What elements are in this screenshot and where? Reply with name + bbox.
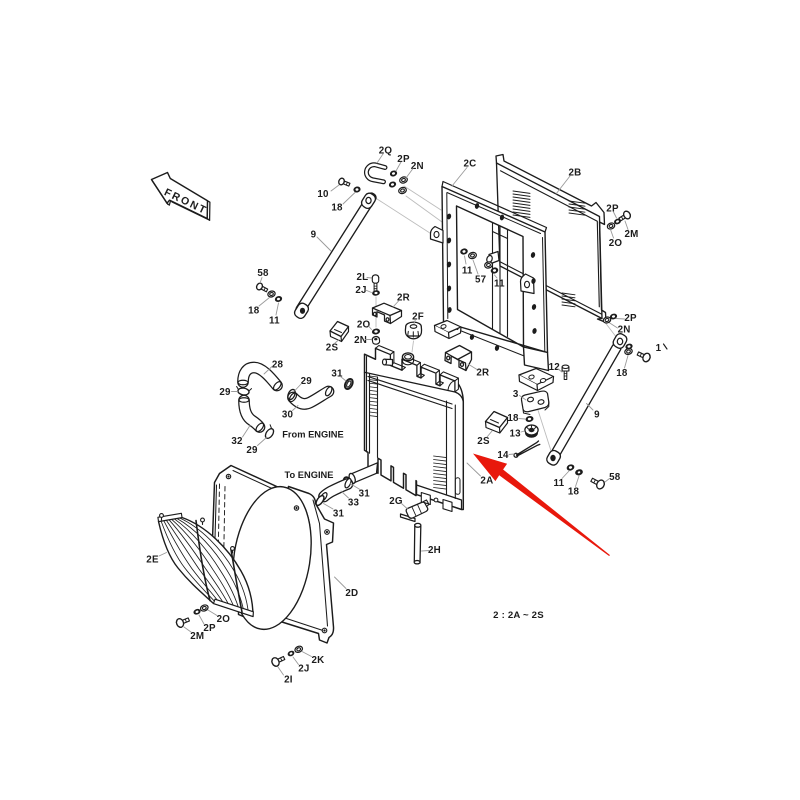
- svg-text:58: 58: [609, 472, 621, 483]
- svg-text:2O: 2O: [609, 238, 623, 249]
- svg-text:3: 3: [513, 389, 519, 400]
- svg-text:2M: 2M: [190, 631, 204, 642]
- svg-text:2B: 2B: [569, 168, 582, 179]
- svg-text:2P: 2P: [624, 313, 637, 324]
- svg-text:2N: 2N: [354, 335, 367, 346]
- svg-text:2E: 2E: [146, 554, 159, 565]
- svg-text:2R: 2R: [476, 368, 489, 379]
- svg-text:18: 18: [331, 203, 343, 214]
- svg-text:2L: 2L: [356, 272, 368, 283]
- svg-text:2F: 2F: [412, 312, 424, 323]
- svg-text:10: 10: [317, 189, 329, 200]
- svg-text:2 : 2A ~ 2S: 2 : 2A ~ 2S: [493, 610, 544, 621]
- svg-text:2N: 2N: [411, 161, 424, 172]
- svg-text:2J: 2J: [298, 664, 309, 675]
- svg-text:To ENGINE: To ENGINE: [285, 470, 334, 480]
- svg-text:33: 33: [348, 497, 360, 508]
- svg-text:13: 13: [510, 429, 522, 440]
- svg-text:29: 29: [301, 376, 313, 387]
- svg-text:18: 18: [507, 413, 519, 424]
- svg-text:11: 11: [554, 478, 565, 489]
- svg-text:9: 9: [311, 230, 317, 241]
- svg-text:11: 11: [269, 316, 280, 327]
- svg-text:2P: 2P: [203, 623, 216, 634]
- svg-text:2Q: 2Q: [379, 146, 393, 157]
- svg-text:30: 30: [282, 409, 294, 420]
- svg-text:2P: 2P: [606, 204, 619, 215]
- svg-text:From ENGINE: From ENGINE: [282, 429, 343, 439]
- svg-text:2G: 2G: [389, 496, 403, 507]
- svg-text:2A: 2A: [480, 476, 493, 487]
- svg-text:2R: 2R: [397, 293, 410, 304]
- svg-text:2C: 2C: [464, 159, 477, 170]
- svg-text:31: 31: [331, 369, 343, 380]
- svg-text:2S: 2S: [477, 436, 490, 447]
- svg-text:2N: 2N: [618, 324, 631, 335]
- svg-text:32: 32: [231, 436, 243, 447]
- svg-text:2P: 2P: [397, 154, 410, 165]
- svg-text:29: 29: [246, 445, 258, 456]
- svg-text:14: 14: [497, 450, 509, 461]
- svg-text:18: 18: [248, 306, 260, 317]
- svg-text:2D: 2D: [345, 588, 358, 599]
- svg-text:12: 12: [549, 362, 561, 373]
- svg-text:2K: 2K: [312, 655, 325, 666]
- svg-text:58: 58: [257, 268, 269, 279]
- svg-text:2H: 2H: [428, 545, 441, 556]
- svg-text:11: 11: [462, 266, 473, 277]
- svg-text:1: 1: [656, 343, 662, 354]
- svg-text:9: 9: [594, 410, 600, 421]
- svg-text:31: 31: [359, 489, 371, 500]
- svg-text:2S: 2S: [326, 343, 339, 354]
- svg-text:18: 18: [568, 487, 580, 498]
- svg-text:57: 57: [475, 274, 487, 285]
- svg-text:2O: 2O: [217, 614, 231, 625]
- svg-text:2O: 2O: [357, 320, 371, 331]
- svg-text:31: 31: [333, 509, 345, 520]
- svg-text:11: 11: [494, 279, 505, 290]
- svg-text:2I: 2I: [284, 674, 293, 685]
- svg-text:2M: 2M: [624, 229, 638, 240]
- svg-text:2J: 2J: [355, 285, 366, 296]
- svg-text:28: 28: [272, 359, 284, 370]
- svg-text:18: 18: [616, 368, 628, 379]
- svg-text:29: 29: [219, 387, 231, 398]
